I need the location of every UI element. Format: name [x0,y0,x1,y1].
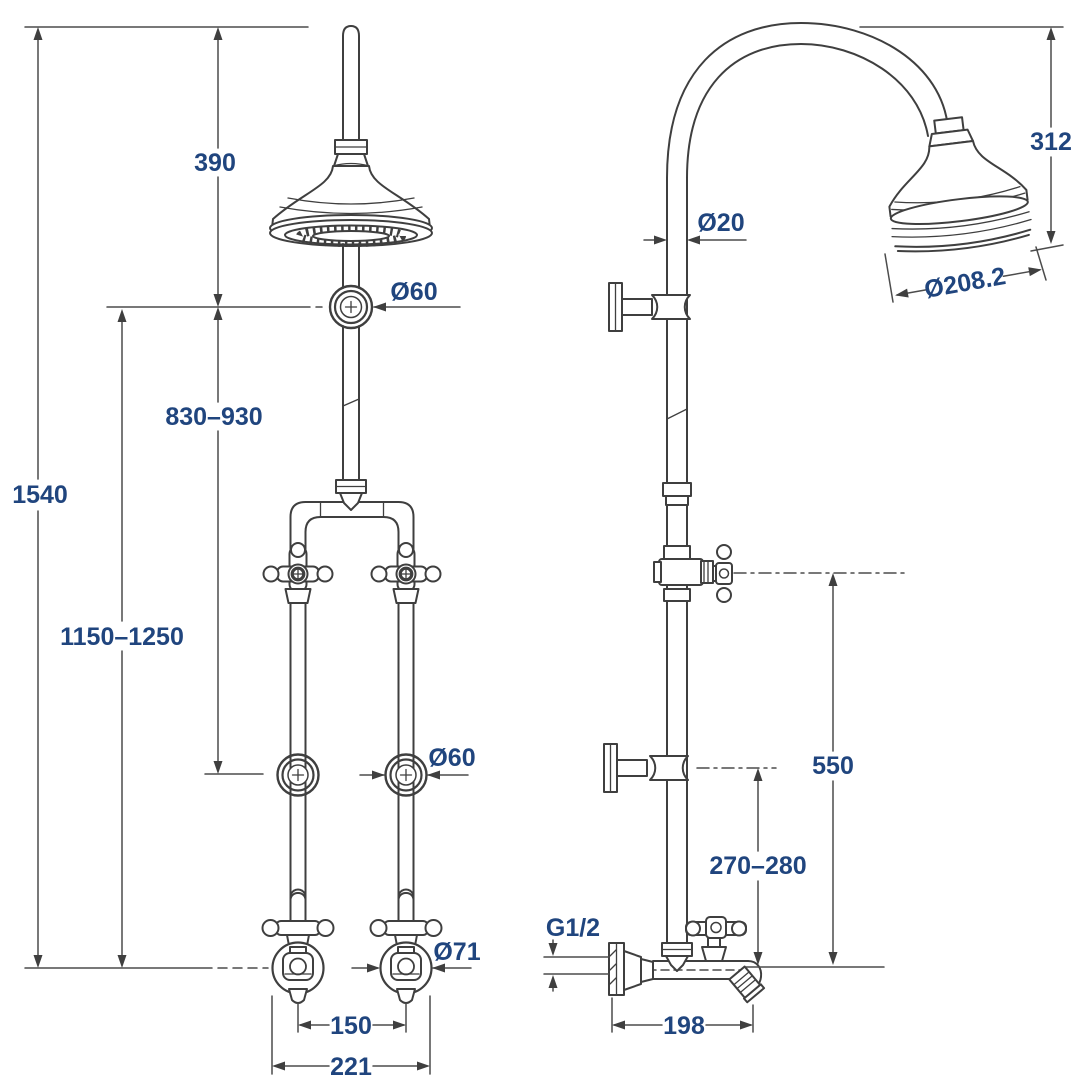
stop-valve-left [261,888,335,1004]
label-riser-range: 830–930 [165,403,262,431]
label-head-dia: Ø208.2 [922,262,1008,304]
label-overall-width: 221 [330,1053,372,1080]
dimensions-side: 312 Ø20 Ø208.2 [543,26,1072,1040]
label-upper-bracket-dia: Ø60 [390,278,437,306]
side-elevation [603,22,1032,1004]
dim-overall-height: 1540 [12,27,68,968]
wall-outlet-side [608,916,766,1004]
dim-upper-bracket-dia: Ø60 [373,278,461,312]
spray-face [296,225,406,247]
lower-bracket-side [603,743,689,793]
dim-outlet-height: 550 [733,572,909,965]
shower-head-front [269,162,433,247]
dim-lower-bracket-dia: Ø60 [359,744,476,780]
dim-pipe-dia: Ø20 [643,209,747,245]
label-pipe-dia: Ø20 [697,209,744,237]
label-rail-range: 1150–1250 [60,623,184,651]
u-junction [289,492,415,549]
dim-thread: G1/2 [543,914,610,992]
label-bracket-range: 270–280 [709,852,806,880]
front-elevation [261,25,443,1004]
cross-valve-left [262,542,334,604]
gooseneck-arm [666,22,949,179]
stop-valve-right [369,888,443,1004]
dim-head-drop: 390 [194,27,236,307]
inline-valve-side [653,544,733,603]
lower-wall-bracket-right [384,753,428,797]
cross-valve-right [370,542,442,604]
dim-escutcheon-dia: Ø71 [351,938,481,973]
label-arm-drop: 312 [1030,128,1072,156]
label-outlet-height: 550 [812,752,854,780]
label-overall-height: 1540 [12,481,68,509]
dim-projection: 198 [611,997,754,1040]
shower-head-side [888,116,1032,253]
dimensions-front: 1540 390 830–930 1150–1250 [12,26,481,1080]
label-projection: 198 [663,1012,705,1040]
dim-riser-range: 830–930 [165,307,264,775]
dim-bracket-range: 270–280 [696,767,807,965]
dim-valve-centres: 150 [297,1003,407,1040]
label-head-drop: 390 [194,149,236,177]
dim-head-dia: Ø208.2 [884,246,1047,304]
label-escutcheon-dia: Ø71 [433,938,480,966]
riser-pipe [333,25,369,167]
upper-bracket-side [608,282,691,332]
dim-overall-width: 221 [271,995,431,1080]
upper-wall-bracket [328,284,374,481]
dim-arm-drop: 312 [1030,27,1072,252]
dim-rail-range: 1150–1250 [60,309,184,968]
label-lower-bracket-dia: Ø60 [428,744,475,772]
lower-wall-bracket-left [276,753,320,797]
label-valve-centres: 150 [330,1012,372,1040]
label-thread: G1/2 [546,914,600,942]
spout-nozzle [728,965,766,1004]
